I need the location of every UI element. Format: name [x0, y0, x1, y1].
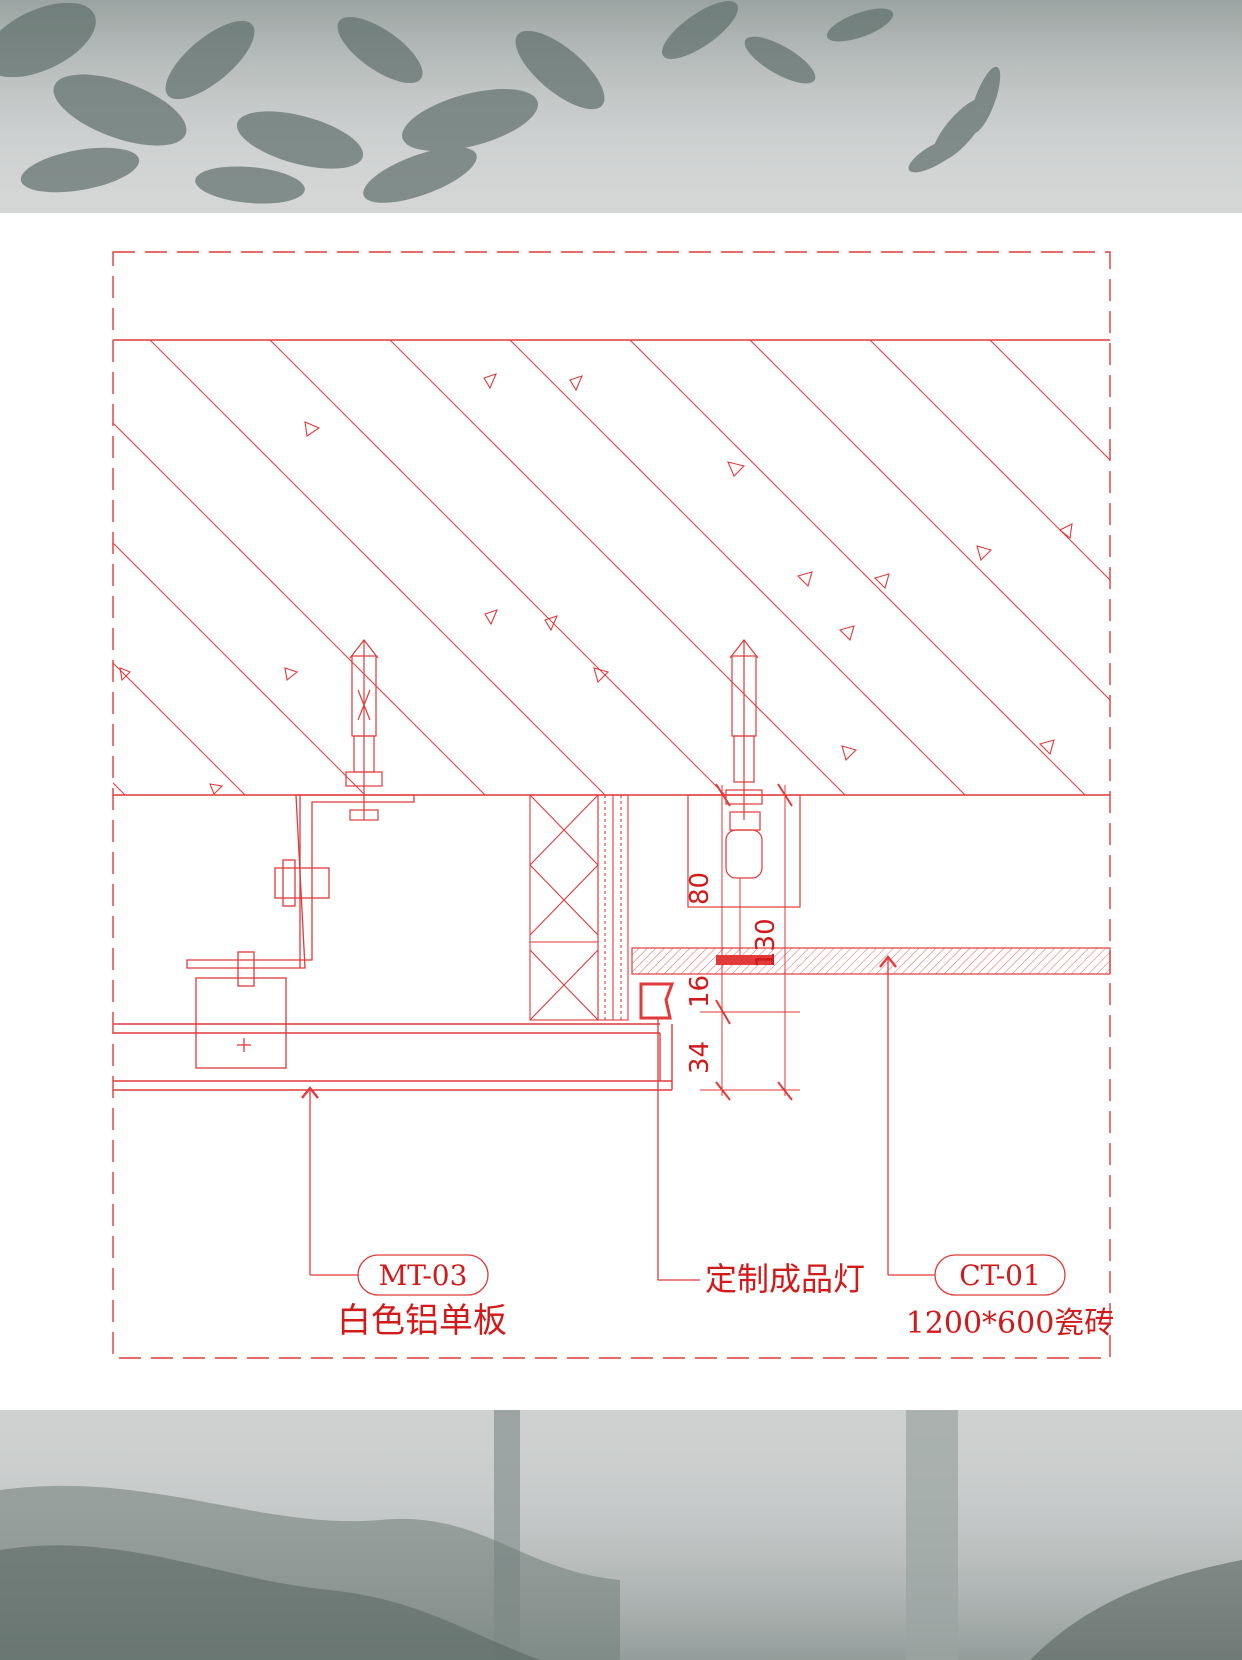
- right-expansion-bolt: [687, 639, 801, 955]
- callout-ct-01: CT-01 1200*600瓷砖: [906, 1254, 1115, 1341]
- ceramic-tile: [631, 947, 1111, 975]
- dimension-16: 16: [685, 975, 715, 1008]
- mt-03-name: 白色铝单板: [337, 1301, 507, 1341]
- mt-03-code: MT-03: [379, 1259, 468, 1292]
- dimension-130: 130: [751, 918, 781, 968]
- drawing-border: [112, 251, 1111, 1359]
- tree-trunk-icon: [0, 1410, 1242, 1660]
- top-foliage-band: [0, 0, 1242, 213]
- concrete-slab: [113, 339, 1110, 796]
- drawing-sheet: 80 130 16 34 MT-03 白色铝单板 定制成品灯 CT-01 120…: [0, 213, 1242, 1410]
- dimension-34: 34: [685, 1041, 715, 1074]
- leader-lines: [301, 955, 935, 1281]
- dimension-lines: [700, 783, 800, 1101]
- bottom-forest-band: [0, 1410, 1242, 1660]
- ceiling-section-diagram: 80 130 16 34 MT-03 白色铝单板 定制成品灯 CT-01 120…: [112, 251, 1115, 1359]
- ct-01-name: 1200*600瓷砖: [906, 1306, 1115, 1341]
- callout-mt-03: MT-03 白色铝单板: [337, 1254, 507, 1341]
- left-angle-bracket: [186, 794, 415, 1069]
- foliage-icon: [0, 0, 1242, 213]
- aggregate-triangles: [119, 373, 1073, 795]
- blocking-frame: [529, 794, 629, 1021]
- light-name: 定制成品灯: [705, 1260, 865, 1298]
- aluminium-panel: [113, 1023, 673, 1091]
- dimension-80: 80: [685, 872, 715, 905]
- callout-light: 定制成品灯: [705, 1260, 865, 1298]
- left-expansion-bolt: [345, 639, 383, 821]
- custom-light-fixture: [639, 982, 675, 1020]
- ct-01-code: CT-01: [959, 1259, 1041, 1292]
